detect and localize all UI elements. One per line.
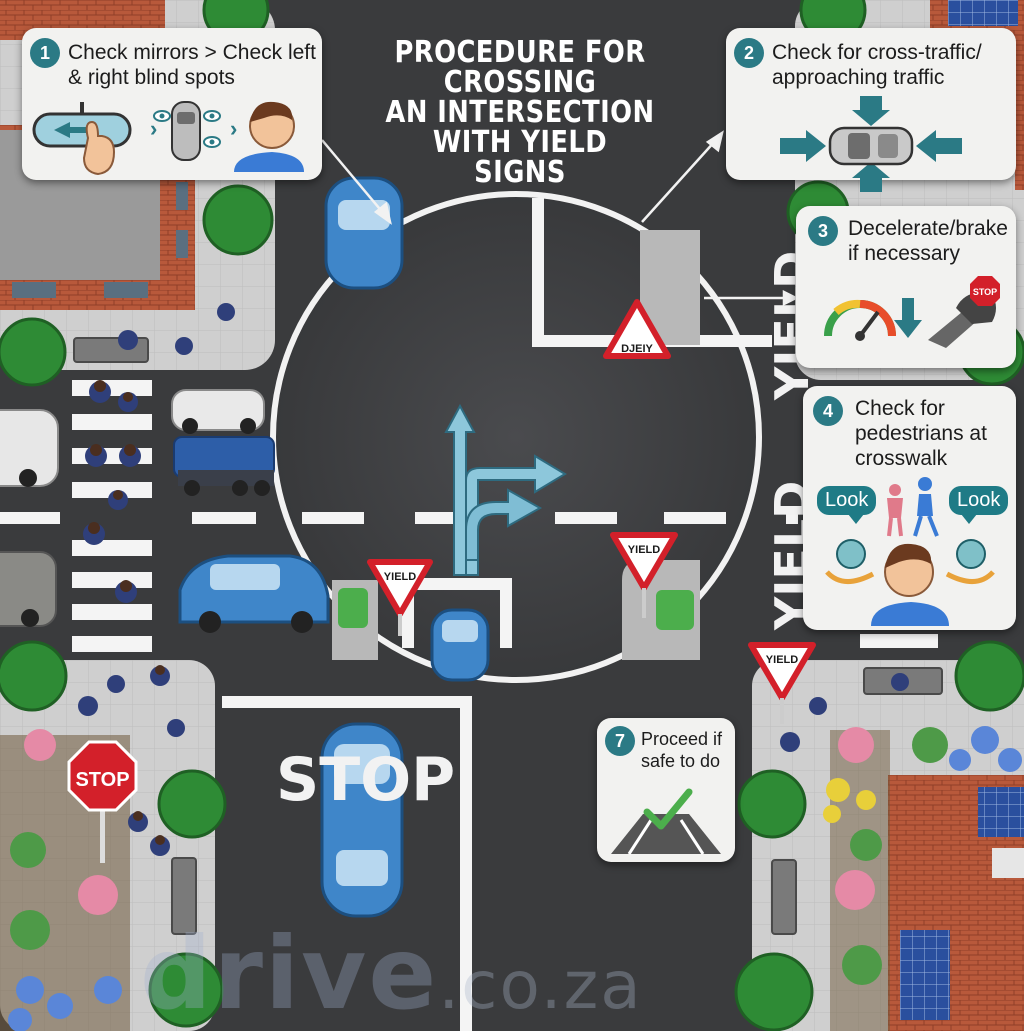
step-2-text: Check for cross-traffic/approaching traf… [772, 41, 982, 89]
driver-head-icon [234, 101, 304, 172]
svg-text:DJEIY: DJEIY [621, 343, 653, 355]
step-1-text: Check mirrors > Check left& right blind … [68, 41, 316, 89]
brake-pedal-icon: STOP [928, 276, 1000, 348]
pointing-hand-icon [82, 120, 116, 176]
car-topview-icon [171, 101, 201, 161]
pedestrians [78, 303, 909, 856]
step-1-illustration: › › [32, 101, 304, 176]
step-2-number: 2 [734, 38, 764, 68]
checkmark-icon [611, 788, 721, 855]
svg-text:YIELD: YIELD [384, 571, 416, 583]
svg-text:YIELD: YIELD [628, 544, 660, 556]
step-4-number: 4 [813, 396, 843, 426]
svg-text:YIELD: YIELD [766, 654, 798, 666]
svg-text:›: › [230, 116, 237, 141]
step-3-number: 3 [808, 216, 838, 246]
title-line-3: AN INTERSECTION [385, 95, 655, 130]
callout-arrows [321, 130, 799, 307]
driver-head-icon [871, 543, 949, 626]
step-1-card: 1 Check mirrors > Check left& right blin… [22, 28, 322, 180]
cars [0, 176, 490, 918]
step-1-number: 1 [30, 38, 60, 68]
speedometer-icon [824, 299, 896, 341]
car-topview-icon [828, 126, 914, 166]
look-right-bubble: Look [949, 486, 1009, 524]
straight-right-arrow-icon [444, 403, 567, 576]
step-4-illustration [825, 477, 995, 626]
benches [73, 337, 943, 935]
page-title: PROCEDURE FOR CROSSING AN INTERSECTION W… [382, 38, 657, 188]
title-line-2: CROSSING [443, 65, 597, 100]
title-line-4: WITH YIELD SIGNS [432, 125, 608, 190]
stop-sign: STOP [67, 740, 138, 863]
pedestrian-icon [887, 477, 939, 537]
step-2-card: 2 Check for cross-traffic/approaching tr… [726, 28, 1016, 192]
look-left-bubble: Look [817, 486, 877, 524]
svg-text:STOP: STOP [973, 287, 997, 297]
title-line-1: PROCEDURE FOR [394, 35, 646, 70]
rearview-mirror-icon [32, 102, 132, 148]
eye-icon [153, 110, 221, 148]
svg-text:›: › [150, 116, 157, 141]
step-3-illustration: STOP [824, 276, 1000, 348]
arrow-inward-icon [780, 96, 962, 192]
eye-icon [836, 539, 986, 569]
watermark: drive.co.za [140, 915, 643, 1031]
yield-sign-top: DJEIY [603, 299, 671, 359]
road-stop-text: STOP [276, 745, 455, 815]
yield-sign-left: YIELD [367, 559, 433, 636]
down-arrow-icon [894, 298, 922, 338]
yield-sign-right: YIELD [610, 532, 678, 618]
yield-sign-bottom-right: YIELD [748, 642, 816, 724]
svg-text:STOP: STOP [75, 769, 129, 791]
step-7-number: 7 [605, 726, 635, 756]
